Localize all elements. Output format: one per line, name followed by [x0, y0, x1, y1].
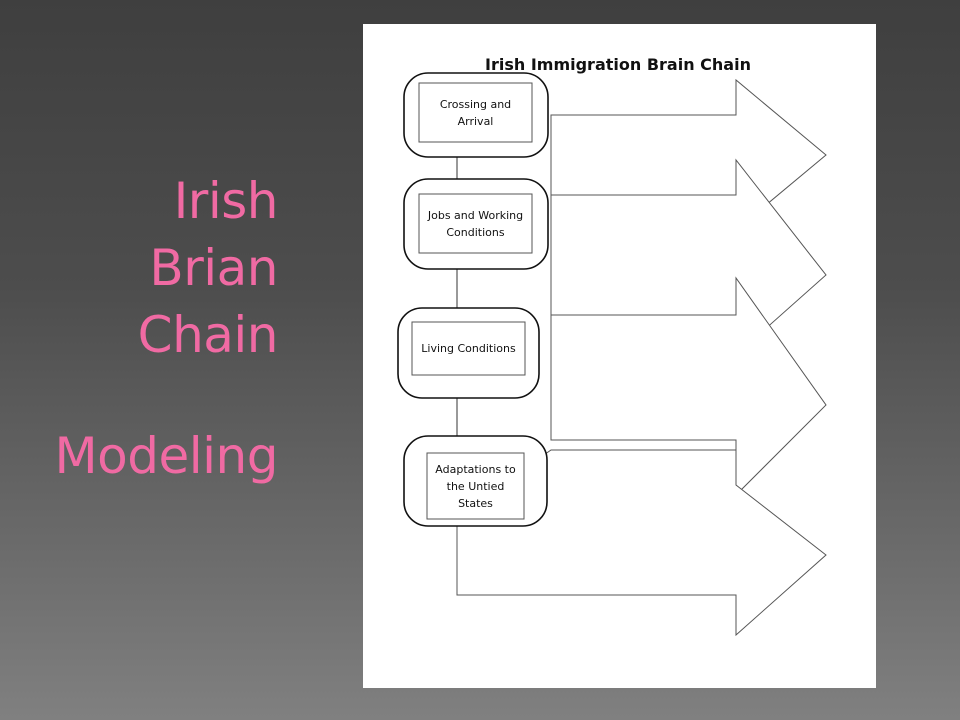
link-capsule-2	[403, 178, 549, 270]
slide-title: Irish Brian Chain Modeling	[0, 168, 279, 490]
link-label-3: Living Conditions	[421, 342, 516, 355]
arrow-4	[456, 449, 827, 637]
slide-title-line-3: Chain	[137, 306, 279, 364]
link-capsule-4	[403, 435, 548, 527]
slide-title-line-1: Irish	[173, 172, 279, 230]
brain-chain-diagram	[397, 72, 827, 637]
link-label-4: Adaptations to the Untied States	[435, 462, 516, 510]
link-capsule-1	[403, 72, 549, 158]
slide-subtitle: Modeling	[54, 427, 279, 485]
slide-title-line-2: Brian	[149, 239, 278, 297]
arrow-3	[550, 276, 827, 497]
label-box-3	[411, 321, 526, 376]
worksheet-title: Irish Immigration Brain Chain	[485, 55, 751, 74]
worksheet-image: Irish Immigration Brain Chain Crossing a…	[363, 24, 876, 688]
label-box-4	[426, 452, 525, 520]
title-spacer	[0, 369, 278, 423]
link-label-2: Jobs and Working Conditions	[427, 208, 524, 239]
label-box-2	[418, 193, 533, 254]
link-label-1: Crossing and Arrival	[439, 97, 512, 128]
label-box-1	[418, 82, 533, 143]
